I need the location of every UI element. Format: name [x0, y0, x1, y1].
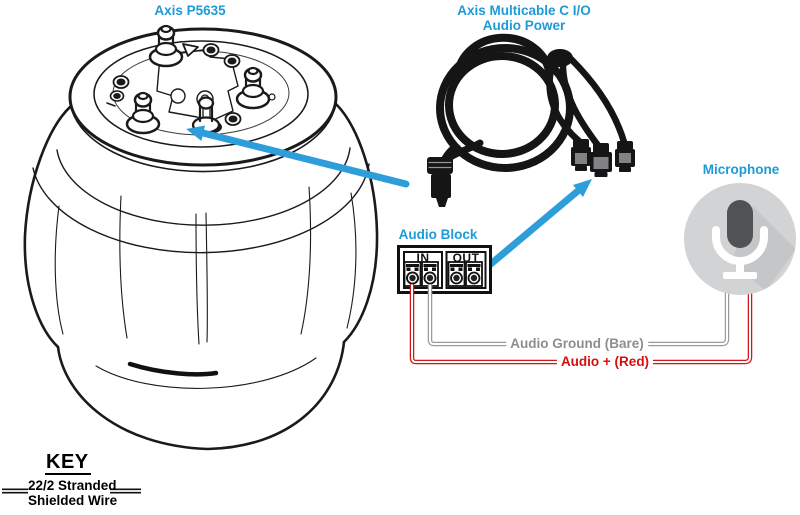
multicable-label-line2: Audio Power — [482, 18, 566, 33]
multicable-label: Axis Multicable C I/O Audio Power — [457, 3, 591, 33]
terminal-out-label: OUT — [452, 251, 480, 265]
arrow-to-multicable — [482, 179, 592, 272]
in-terminal-screws — [406, 271, 437, 285]
audio-plus-wire-label: Audio + (Red) — [556, 354, 654, 370]
arrow-to-camera — [186, 125, 410, 188]
key-legend: 22/2 Stranded Shielded Wire — [28, 478, 117, 508]
mounting-posts — [125, 24, 271, 135]
plate-screws — [109, 43, 276, 130]
multicable-main-connector — [427, 157, 453, 207]
key-legend-line1: 22/2 Stranded — [28, 478, 117, 493]
multicable-illustration — [427, 33, 635, 207]
microphone-label: Microphone — [702, 162, 780, 177]
terminal-in-label: IN — [416, 251, 430, 265]
audio-ground-wire-label: Audio Ground (Bare) — [506, 336, 648, 352]
key-title: KEY — [45, 451, 91, 475]
key-legend-line2: Shielded Wire — [28, 493, 118, 508]
camera-label: Axis P5635 — [154, 3, 226, 18]
microphone-icon — [684, 183, 796, 295]
multicable-label-line1: Axis Multicable C I/O — [457, 3, 591, 18]
multicable-branch-connectors — [571, 139, 635, 177]
camera-illustration — [23, 24, 379, 451]
audio-block-label: Audio Block — [398, 227, 478, 242]
